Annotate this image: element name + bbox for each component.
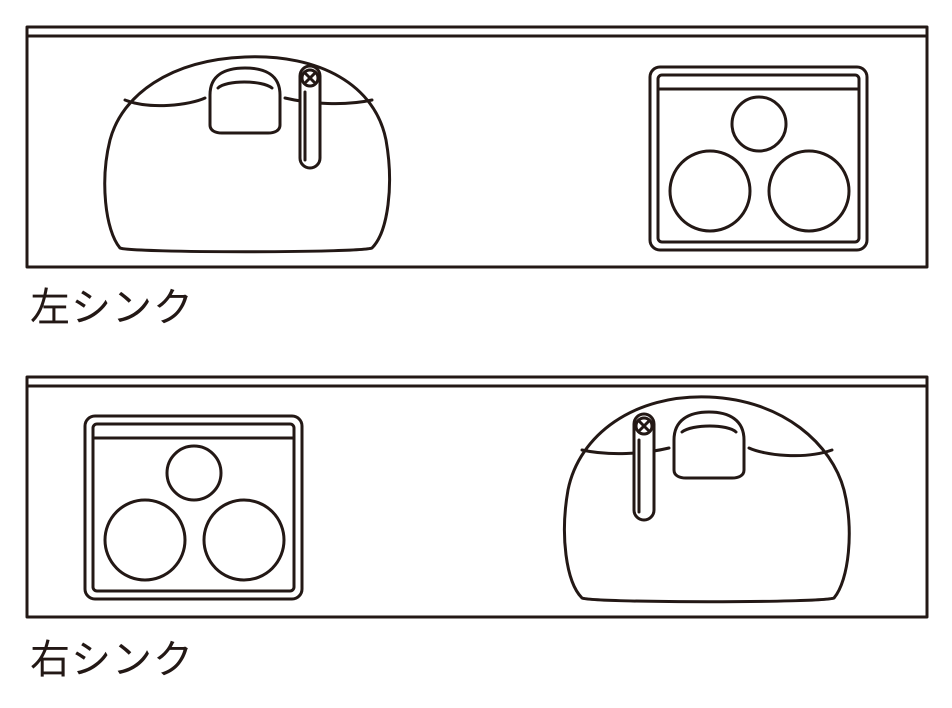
stove-outer: [648, 65, 869, 252]
burner-small: [165, 444, 223, 502]
faucet-icon: [298, 64, 322, 170]
sink-bowl: [562, 395, 851, 604]
sink-handle-inner: [680, 424, 738, 434]
sink-handle-inner: [216, 80, 274, 90]
stove-inner: [656, 73, 861, 244]
caption-left-sink: 左シンク: [30, 285, 194, 331]
stove-outer: [83, 414, 304, 601]
faucet-icon: [632, 412, 656, 522]
burner-left: [668, 149, 752, 233]
sink-inner-line: [580, 446, 834, 458]
countertop: [25, 375, 929, 619]
sink-bowl: [103, 55, 392, 254]
left-sink-layout: 左シンク: [0, 0, 952, 328]
stove: [648, 65, 869, 252]
caption-right-sink: 右シンク: [30, 637, 194, 683]
sink: [562, 395, 851, 604]
countertop: [25, 25, 929, 269]
left-sink-diagram: [25, 25, 929, 269]
sink-handle-recess: [208, 66, 282, 135]
burner-left: [103, 498, 187, 582]
sink: [103, 55, 392, 254]
burner-small: [730, 95, 788, 153]
right-sink-layout: 右シンク: [0, 350, 952, 680]
burner-right: [202, 498, 286, 582]
stove: [83, 414, 304, 601]
sink-inner-line: [123, 96, 374, 108]
right-sink-diagram: [25, 375, 929, 619]
stove-inner: [91, 422, 296, 593]
sink-handle-recess: [672, 410, 746, 480]
burner-right: [767, 149, 851, 233]
